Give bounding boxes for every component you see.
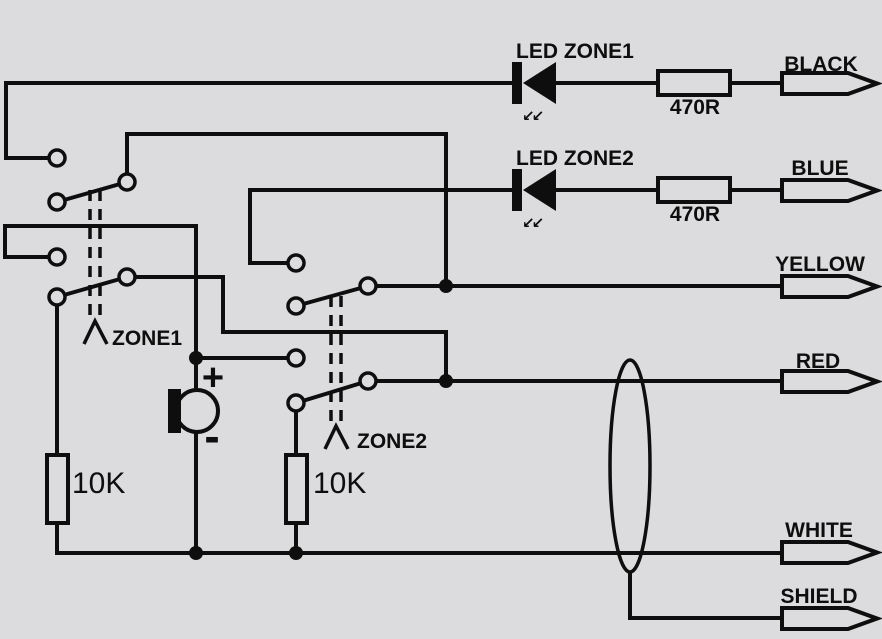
junction-speaker-plus [189,351,203,365]
junction-rail-10k [289,546,303,560]
zone2-pole2-common-contact [358,371,378,391]
speaker-plus-label: + [202,357,224,399]
connector-label-blue: BLUE [791,157,848,180]
zone2-pole2-arm-contact [286,393,306,413]
connector-label-shield: SHIELD [780,585,857,608]
zone1-pole2-arm [56,275,128,299]
led-zone2-cathode-bar [512,169,522,211]
led-zone2-triangle [523,169,556,211]
zone1-pole2-arm-contact [47,287,67,307]
connector-label-white: WHITE [785,519,853,542]
led-zone2-glow-arrows-icon: ↙↙ [522,214,543,232]
connector-flag-yellow [780,274,882,299]
led-zone1-label: LED ZONE1 [516,40,634,63]
connector-label-yellow: YELLOW [775,253,865,276]
zone1-pole1-arm-contact [47,192,67,212]
zone2-pole1-common-contact [358,276,378,296]
wire-speaker-net [3,224,198,553]
zone2-pole2-arm [295,379,369,405]
resistor-470r-2-label: 470R [670,203,720,226]
resistor-470r-1-label: 470R [670,96,720,119]
resistor-470r-2 [656,176,732,204]
resistor-470r-1 [656,69,732,97]
wire-shield [628,571,782,620]
zone2-pole1-arm [295,284,369,308]
junction-rail-speaker [189,546,203,560]
junction-yellow [439,279,453,293]
zone1-pole1-contact-nc [47,148,67,168]
zone2-switch-label: ZONE2 [357,430,427,453]
wire-red-net [135,275,782,383]
wire-ground-rail [55,305,782,555]
zone1-pole1-arm [56,180,128,204]
wire-yellow-net [125,132,782,288]
zone2-pole2-contact-nc [286,348,306,368]
resistor-10k-right [284,453,309,525]
cable-shield-ellipse [608,358,652,574]
connector-label-black: BLACK [784,53,858,76]
junction-red [439,374,453,388]
connector-flag-red [780,369,882,394]
zone1-pole2-contact-nc [47,247,67,267]
resistor-10k-left [45,453,70,525]
resistor-10k-right-label: 10K [313,467,366,500]
speaker-minus-label: - [204,410,219,462]
connector-flag-shield [780,606,882,631]
wire-led-zone2-feed [248,188,512,265]
zone1-pole2-common-contact [117,267,137,287]
led-zone1-glow-arrows-icon: ↙↙ [522,107,543,125]
zone1-pole1-common-contact [117,172,137,192]
zone2-pole1-contact-nc [286,253,306,273]
zone1-switch-label: ZONE1 [112,327,182,350]
connector-flag-white [780,540,882,565]
zone2-pole1-arm-contact [286,296,306,316]
led-zone1-triangle [523,62,556,104]
led-zone2-label: LED ZONE2 [516,147,634,170]
resistor-10k-left-label: 10K [72,467,125,500]
wire-led-zone1-feed [4,81,512,160]
connector-label-red: RED [796,350,840,373]
speaker-magnet [168,389,181,433]
connector-flag-black [780,71,882,96]
zone2-actuator-chevron-icon [323,422,350,450]
connector-flag-blue [780,178,882,203]
led-zone1-cathode-bar [512,62,522,104]
zone1-actuator-chevron-icon [82,317,109,345]
